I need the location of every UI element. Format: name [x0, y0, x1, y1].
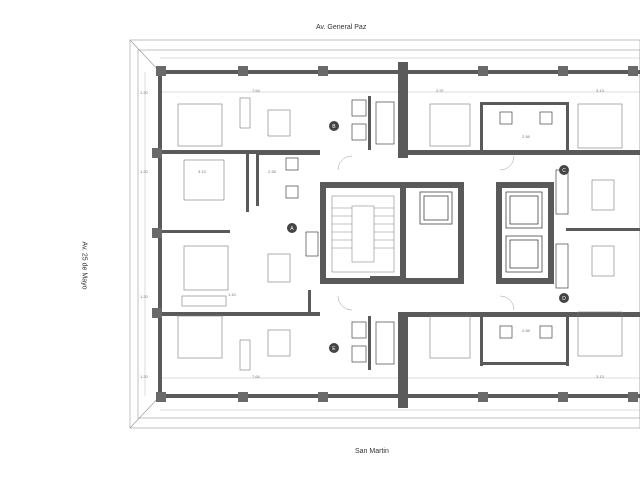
- door-swings: [337, 155, 515, 311]
- dim-bath-2: 2.58: [522, 328, 531, 333]
- columns: [152, 66, 638, 402]
- street-label-south: San Martin: [355, 448, 389, 455]
- unit-marker-c: C: [559, 165, 569, 175]
- walls: [158, 62, 640, 408]
- fixtures: [285, 99, 569, 365]
- building-outline: [129, 39, 640, 429]
- unit-marker-d: D: [559, 293, 569, 303]
- svg-text:E: E: [332, 346, 336, 352]
- dim-top-2: 2.97: [436, 88, 445, 93]
- furniture: [177, 97, 623, 371]
- staircase: [331, 195, 395, 273]
- unit-marker-b: B: [329, 121, 339, 131]
- unit-markers: A B C D E: [287, 121, 569, 353]
- svg-text:A: A: [290, 226, 294, 232]
- dim-bath-left: 2.38: [268, 169, 277, 174]
- street-label-north: Av. General Paz: [316, 24, 367, 31]
- dim-row-4: 1.20: [140, 374, 149, 379]
- dim-top-3: 3.13: [596, 88, 605, 93]
- unit-marker-a: A: [287, 223, 297, 233]
- elevators: [419, 191, 543, 273]
- dim-bed-depth: 3.13: [198, 169, 207, 174]
- dim-row-3: 1.20: [140, 294, 149, 299]
- svg-text:C: C: [562, 168, 566, 174]
- svg-text:B: B: [332, 124, 336, 130]
- dimension-labels: 1.20 1.20 1.20 1.20 7.64 2.97 3.13 7.64 …: [140, 88, 605, 379]
- dim-bath-1: 2.58: [522, 134, 531, 139]
- dim-row-2: 1.20: [140, 169, 149, 174]
- dimension-ticks: [144, 57, 640, 411]
- svg-text:D: D: [562, 296, 566, 302]
- dim-bottom-1: 7.64: [252, 374, 261, 379]
- dim-bottom-2: 3.13: [596, 374, 605, 379]
- dim-top-1: 7.64: [252, 88, 261, 93]
- dim-row-1: 1.20: [140, 90, 149, 95]
- dim-closet: 1.43: [228, 292, 237, 297]
- unit-marker-e: E: [329, 343, 339, 353]
